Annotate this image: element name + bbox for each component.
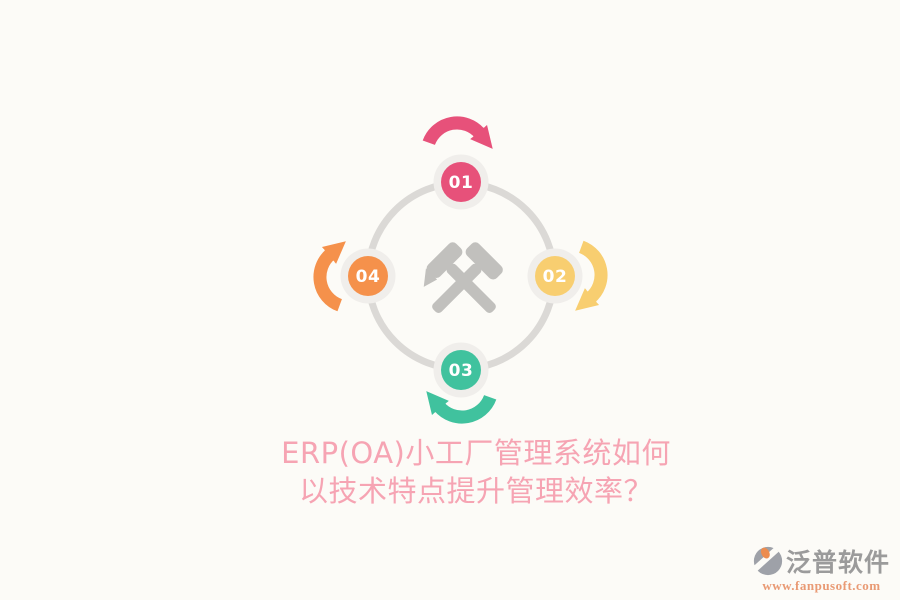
step-badge-04: 04: [340, 248, 396, 304]
cycle-arrow-right: [575, 240, 608, 311]
page-title-line2: 以技术特点提升管理效率？: [298, 474, 653, 508]
badge-number: 04: [356, 267, 381, 287]
step-badge-01: 01: [433, 154, 489, 210]
fanpu-logo-row: 泛普软件: [752, 543, 890, 579]
cycle-arrow-top: [422, 116, 493, 149]
page-title: ERP(OA)小工厂管理系统如何 以技术特点提升管理效率？: [26, 434, 900, 510]
logo-url: www.fanpusoft.com: [762, 578, 881, 593]
badge-number: 02: [543, 267, 568, 287]
badge-number: 01: [449, 173, 474, 193]
fanpu-logo: 泛普软件 www.fanpusoft.com: [752, 543, 890, 594]
badge-number: 03: [449, 361, 474, 381]
cycle-arrow-left: [313, 241, 346, 312]
cycle-diagram: 01 02 03 04: [313, 116, 608, 424]
fanpu-logo-icon: [752, 546, 783, 576]
crossed-hammers-icon: [423, 242, 503, 314]
badge-circle: [535, 256, 575, 296]
cycle-arrow-bottom: [426, 391, 497, 424]
step-badge-03: 03: [433, 342, 489, 398]
logo-name: 泛普软件: [785, 548, 890, 577]
badge-circle: [348, 256, 388, 296]
badge-circle: [441, 162, 481, 202]
page-title-line1: ERP(OA)小工厂管理系统如何: [281, 436, 671, 470]
badge-circle: [441, 350, 481, 390]
step-badge-02: 02: [527, 248, 583, 304]
